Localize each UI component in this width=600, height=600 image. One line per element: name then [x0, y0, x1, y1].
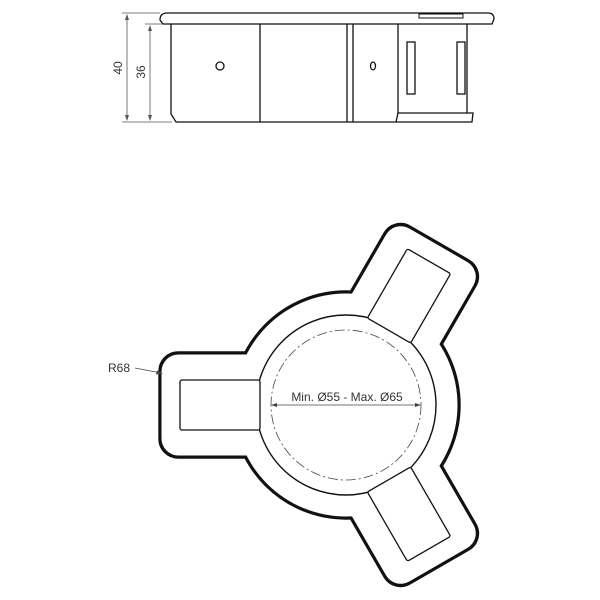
diameter-dimension	[271, 403, 421, 407]
diameter-label: Min. Ø55 - Max. Ø65	[291, 390, 403, 404]
lid-tab	[418, 13, 464, 19]
pin-hole	[369, 61, 377, 71]
slot	[406, 41, 416, 95]
pin-hole	[215, 61, 225, 71]
top-view	[158, 222, 480, 588]
body	[170, 24, 474, 123]
height-dimensions	[122, 12, 172, 123]
radius-leader	[134, 367, 163, 375]
slot	[456, 41, 466, 95]
side-view	[159, 12, 495, 123]
lid	[159, 12, 495, 25]
dim-overall-height: 40	[111, 61, 125, 75]
slots	[179, 248, 451, 562]
dim-body-height: 36	[134, 65, 148, 79]
radius-label: R68	[108, 361, 130, 375]
